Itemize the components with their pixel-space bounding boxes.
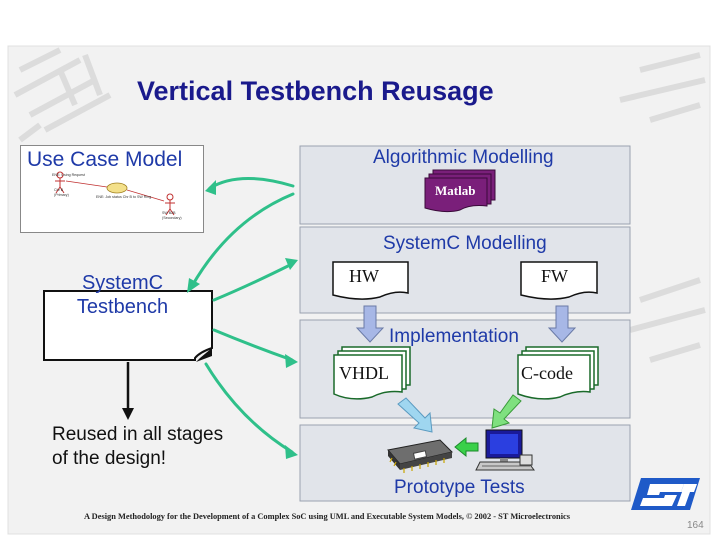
use-case-label: Use Case Model bbox=[27, 148, 183, 171]
hw-document bbox=[332, 261, 409, 300]
testbench-line2: Testbench bbox=[76, 296, 169, 318]
slide-footer: A Design Methodology for the Development… bbox=[84, 512, 571, 521]
chip-icon bbox=[387, 439, 453, 473]
vhdl-to-chip-arrow bbox=[397, 397, 433, 433]
implementation-panel-label: Implementation bbox=[389, 326, 519, 347]
reuse-arrowheads bbox=[187, 180, 298, 459]
st-logo-icon bbox=[631, 478, 700, 510]
prototype-panel-label: Prototype Tests bbox=[394, 477, 525, 498]
fw-label: FW bbox=[541, 266, 568, 286]
algorithmic-panel bbox=[299, 145, 631, 225]
use-case-ellipse bbox=[106, 182, 128, 194]
vhdl-label: VHDL bbox=[339, 363, 389, 383]
prototype-panel bbox=[299, 424, 631, 502]
use-case-message: ENE: Job status Chr B to SW Ring bbox=[96, 195, 152, 199]
testbench-line1: SystemC bbox=[81, 272, 164, 294]
actor-icon bbox=[165, 193, 175, 216]
actor-role: (Secondary) bbox=[162, 216, 182, 220]
use-case-diagram bbox=[55, 171, 175, 216]
hw-label: HW bbox=[349, 266, 379, 286]
hw-to-vhdl-arrow bbox=[355, 305, 385, 343]
reuse-note: Reused in all stages of the design! bbox=[52, 423, 223, 471]
ccode-to-computer-arrow bbox=[491, 394, 522, 429]
ccode-label: C-code bbox=[521, 363, 573, 383]
algorithmic-panel-label: Algorithmic Modelling bbox=[373, 147, 554, 168]
vhdl-document-stack bbox=[333, 346, 411, 400]
ccode-document-stack bbox=[517, 346, 599, 400]
systemc-panel-label: SystemC Modelling bbox=[383, 233, 547, 254]
reuse-note-line2: of the design! bbox=[52, 448, 167, 469]
slide-title: Vertical Testbench Reusage bbox=[137, 76, 494, 106]
actor-name: SW B2B bbox=[162, 211, 176, 215]
computer-to-chip-arrow bbox=[454, 436, 479, 458]
matlab-label: Matlab bbox=[435, 183, 476, 198]
matlab-document-stack bbox=[424, 169, 496, 213]
fw-document bbox=[520, 261, 598, 300]
reuse-note-line1: Reused in all stages bbox=[52, 424, 224, 445]
actor-icon bbox=[55, 171, 65, 194]
testbench-label: SystemC Testbench bbox=[45, 271, 200, 319]
computer-icon bbox=[475, 429, 535, 471]
use-case-message: ENE: Using Request bbox=[52, 173, 85, 177]
testbench-document bbox=[43, 290, 213, 361]
actor-name: Chr B bbox=[54, 188, 64, 192]
reuse-arrows bbox=[190, 177, 295, 454]
page-number: 164 bbox=[687, 520, 704, 531]
fw-to-ccode-arrow bbox=[547, 305, 577, 343]
actor-role: (Primary) bbox=[54, 193, 69, 197]
